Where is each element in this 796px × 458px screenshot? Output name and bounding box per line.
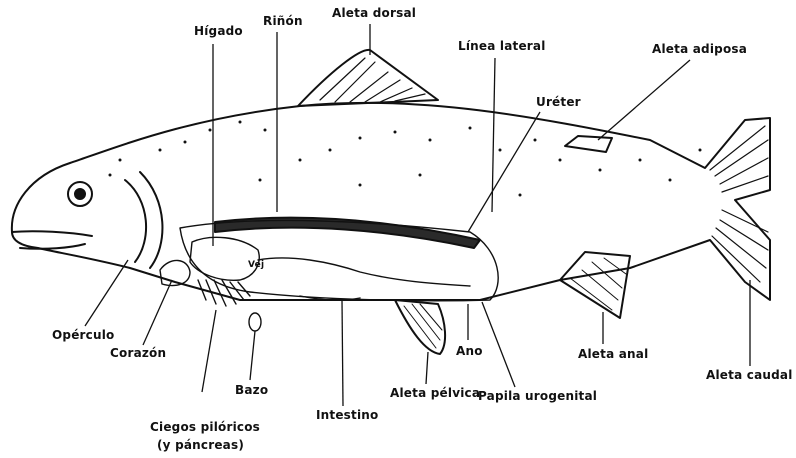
label-rinon: Riñón bbox=[263, 14, 303, 28]
label-operculo: Opérculo bbox=[52, 328, 114, 342]
label-vejiga: Vej bbox=[248, 258, 264, 272]
dorsal-fin bbox=[298, 50, 438, 106]
label-intestino: Intestino bbox=[316, 408, 378, 422]
fish-body-outline bbox=[12, 103, 770, 300]
pyloric-caeca bbox=[198, 280, 250, 306]
spleen bbox=[249, 313, 261, 331]
label-higado: Hígado bbox=[194, 24, 243, 38]
label-aleta-adiposa: Aleta adiposa bbox=[652, 42, 747, 56]
anal-fin bbox=[560, 252, 630, 318]
label-bazo: Bazo bbox=[235, 383, 268, 397]
label-papila-urogenital: Papila urogenital bbox=[478, 389, 597, 403]
label-aleta-anal: Aleta anal bbox=[578, 347, 648, 361]
operculum bbox=[125, 172, 162, 268]
label-aleta-pelvica: Aleta pélvica bbox=[390, 386, 480, 400]
intestine bbox=[258, 258, 470, 300]
label-ureter: Uréter bbox=[536, 95, 581, 109]
leader-lines bbox=[85, 24, 750, 406]
label-aleta-caudal: Aleta caudal bbox=[706, 368, 793, 382]
label-aleta-dorsal: Aleta dorsal bbox=[332, 6, 416, 20]
label-y-pancreas: (y páncreas) bbox=[157, 438, 244, 452]
label-ano: Ano bbox=[456, 344, 483, 358]
adipose-fin bbox=[565, 136, 612, 152]
label-corazon: Corazón bbox=[110, 346, 166, 360]
label-linea-lateral: Línea lateral bbox=[458, 39, 546, 53]
label-ciegos-piloricos: Ciegos pilóricos bbox=[150, 420, 260, 434]
